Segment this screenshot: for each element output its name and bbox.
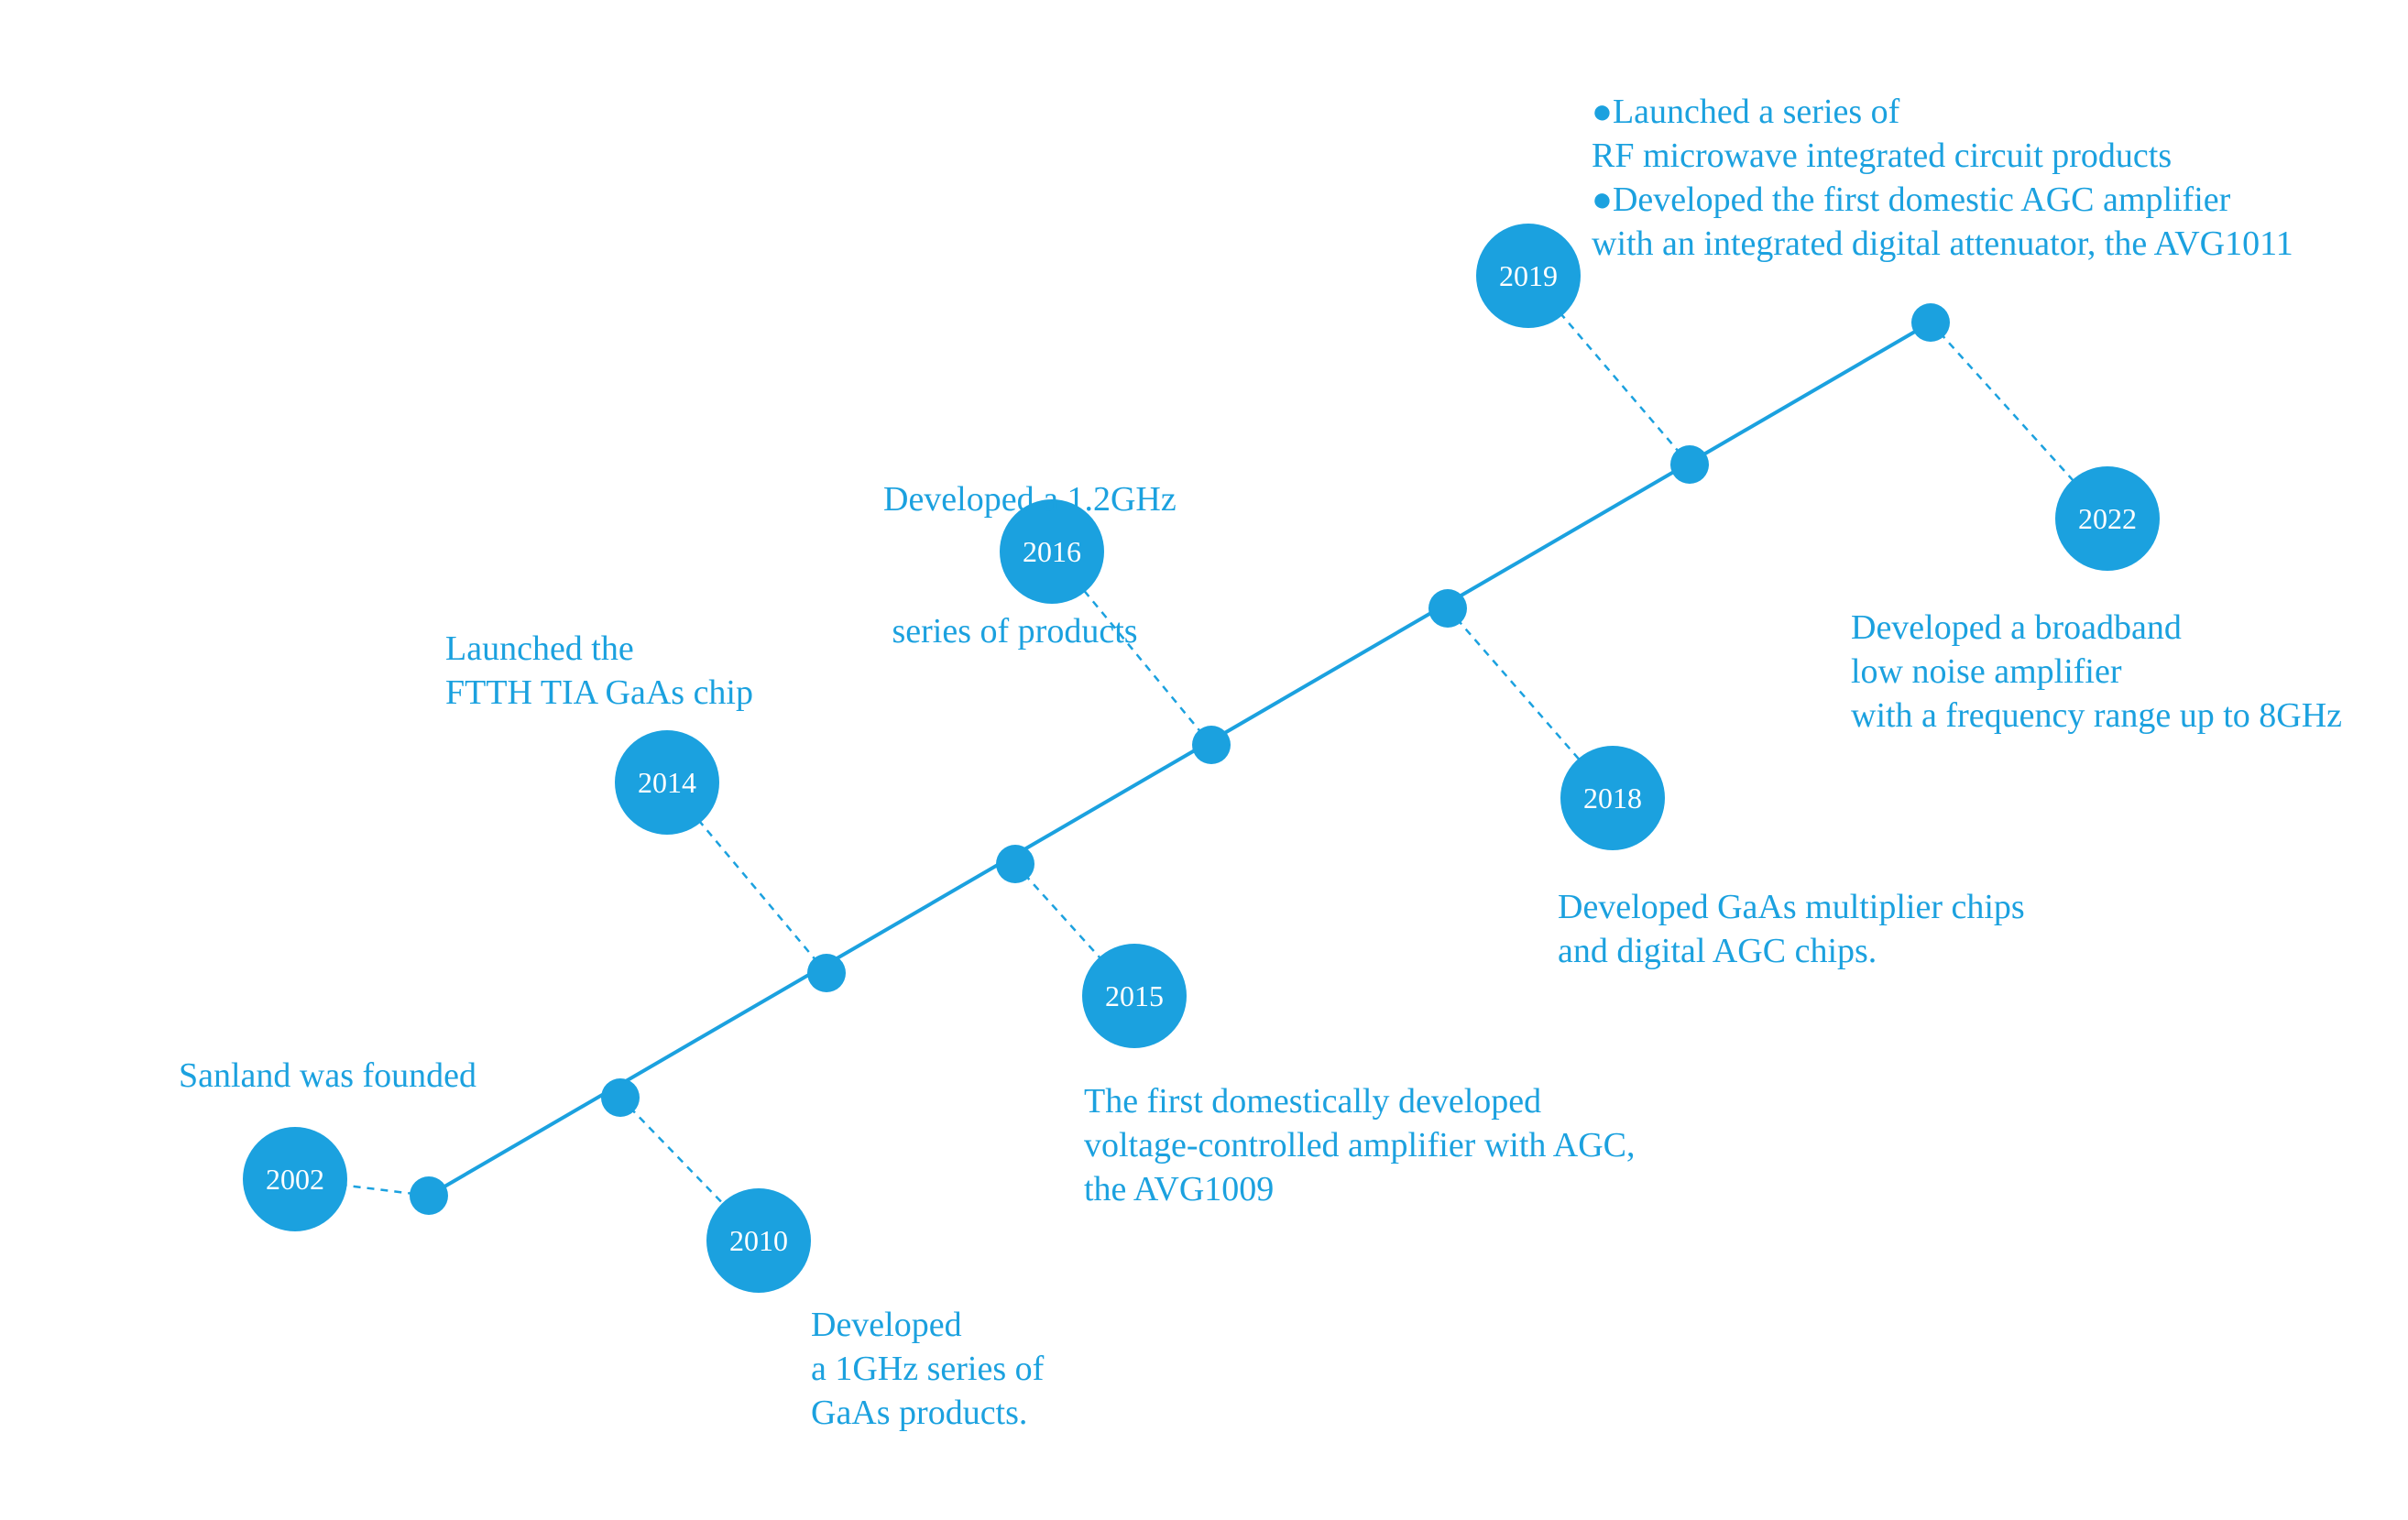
description-line: with an integrated digital attenuator, t… — [1592, 224, 2293, 263]
year-label-2002: 2002 — [266, 1163, 324, 1196]
description-line: Sanland was founded — [179, 1056, 477, 1095]
year-label-2014: 2014 — [638, 766, 696, 799]
year-label-2010: 2010 — [729, 1224, 788, 1257]
timeline-dot-2018 — [1428, 589, 1467, 628]
year-label-2015: 2015 — [1105, 979, 1164, 1012]
year-label-2022: 2022 — [2078, 502, 2137, 535]
year-bubble-2019 — [1476, 224, 1581, 328]
timeline-dot-2019 — [1670, 445, 1709, 484]
timeline-dot-2002 — [410, 1176, 448, 1215]
description-line: The first domestically developed — [1084, 1082, 1542, 1121]
milestone-2019-description: ●Launched a series of RF microwave integ… — [1592, 90, 2293, 266]
description-line: GaAs products. — [811, 1394, 1028, 1432]
description-line: and digital AGC chips. — [1558, 932, 1877, 970]
milestone-2022-description: Developed a broadband low noise amplifie… — [1851, 606, 2342, 738]
description-line: FTTH TIA GaAs chip — [445, 673, 753, 712]
description-line: ●Developed the first domestic AGC amplif… — [1592, 180, 2231, 219]
timeline-dot-2016 — [1192, 726, 1231, 764]
year-bubble-2018 — [1560, 746, 1665, 850]
timeline-dot-2015 — [996, 845, 1034, 883]
description-line: Developed a broadband — [1851, 608, 2182, 647]
year-bubble-2010 — [706, 1188, 811, 1293]
year-bubble-2002 — [243, 1127, 347, 1231]
milestone-2014-description: Launched the FTTH TIA GaAs chip — [445, 627, 753, 715]
description-line: Developed a 1.2GHz — [883, 480, 1177, 519]
year-bubble-2015 — [1082, 944, 1187, 1048]
milestone-2002-description: Sanland was founded — [179, 1054, 476, 1098]
milestone-2015-description: The first domestically developed voltage… — [1084, 1079, 1636, 1211]
description-line: voltage-controlled amplifier with AGC, — [1084, 1126, 1636, 1165]
year-label-2018: 2018 — [1583, 782, 1642, 815]
timeline-dot-2014 — [807, 954, 846, 992]
description-line: Launched the — [445, 629, 634, 668]
connector-2015 — [1014, 863, 1135, 997]
year-bubble-2022 — [2055, 466, 2160, 571]
year-label-2016: 2016 — [1023, 535, 1081, 568]
description-line: with a frequency range up to 8GHz — [1851, 696, 2343, 735]
year-bubble-2014 — [615, 730, 719, 835]
timeline-dot-2010 — [601, 1078, 640, 1117]
description-line: Developed GaAs multiplier chips — [1558, 888, 2025, 926]
year-bubble-2016 — [1000, 499, 1104, 604]
description-line: low noise amplifier — [1851, 652, 2122, 691]
milestone-2018-description: Developed GaAs multiplier chips and digi… — [1558, 885, 2025, 973]
timeline-dots — [410, 303, 1950, 1215]
year-label-2019: 2019 — [1499, 259, 1558, 292]
description-line: the AVG1009 — [1084, 1170, 1275, 1208]
year-bubbles: 2002 2010 2014 2015 2016 2018 2019 2022 — [243, 224, 2160, 1293]
milestone-2016-description: Developed a 1.2GHz series of products — [883, 389, 1177, 697]
timeline-dot-2022 — [1911, 303, 1950, 342]
description-line: a 1GHz series of — [811, 1350, 1045, 1388]
description-line: ●Launched a series of — [1592, 93, 1900, 131]
description-line: series of products — [883, 612, 1138, 651]
description-line: Developed — [811, 1306, 962, 1344]
milestone-2010-description: Developed a 1GHz series of GaAs products… — [811, 1303, 1044, 1435]
description-line: RF microwave integrated circuit products — [1592, 137, 2173, 175]
